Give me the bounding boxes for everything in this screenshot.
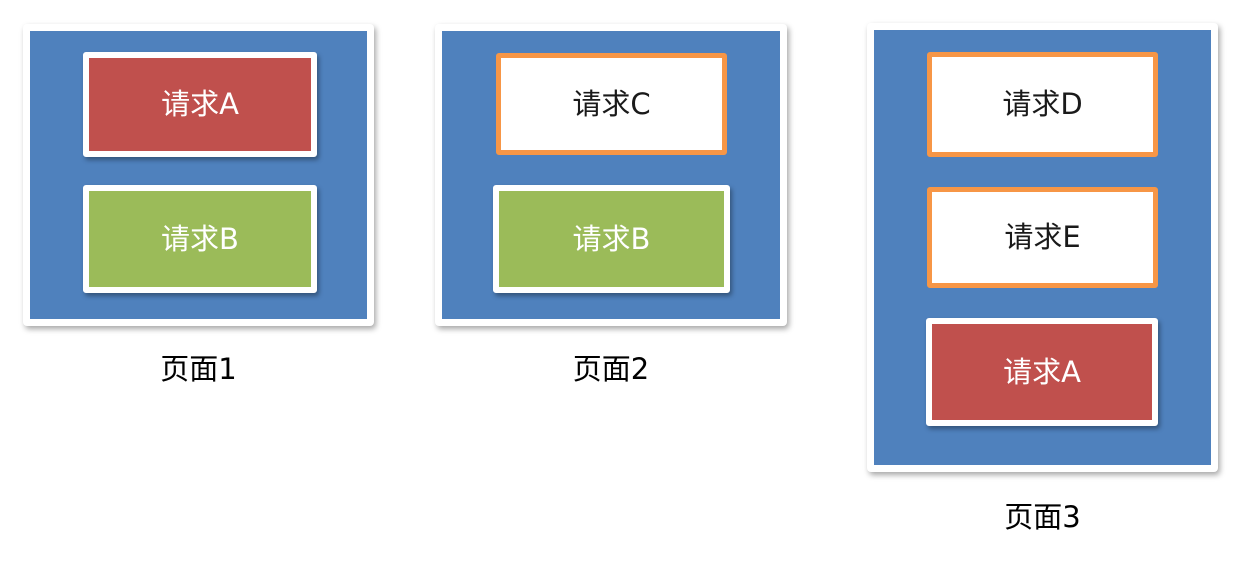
page2-request-b-box: 请求B bbox=[493, 185, 730, 293]
page1-panel: 请求A 请求B bbox=[23, 24, 374, 326]
page3-label: 页面3 bbox=[1004, 500, 1081, 534]
request-label: 请求A bbox=[1003, 354, 1081, 389]
page1-label: 页面1 bbox=[160, 352, 237, 386]
page3-request-d-box: 请求D bbox=[927, 52, 1158, 157]
request-label: 请求E bbox=[1004, 220, 1081, 254]
request-label: 请求B bbox=[161, 221, 239, 256]
request-label: 请求D bbox=[1002, 87, 1083, 121]
page2-panel: 请求C 请求B bbox=[435, 24, 787, 326]
page3-request-a-box: 请求A bbox=[926, 318, 1158, 426]
request-label: 请求A bbox=[161, 87, 239, 121]
page1-request-a-box: 请求A bbox=[83, 52, 317, 157]
page1-request-b-box: 请求B bbox=[83, 185, 317, 293]
page2-request-c-box: 请求C bbox=[496, 53, 727, 155]
page2-label: 页面2 bbox=[572, 352, 650, 386]
request-label: 请求C bbox=[572, 86, 651, 121]
page3-request-e-box: 请求E bbox=[927, 187, 1158, 288]
request-label: 请求B bbox=[572, 221, 651, 256]
page3-panel: 请求D 请求E 请求A bbox=[867, 23, 1218, 472]
